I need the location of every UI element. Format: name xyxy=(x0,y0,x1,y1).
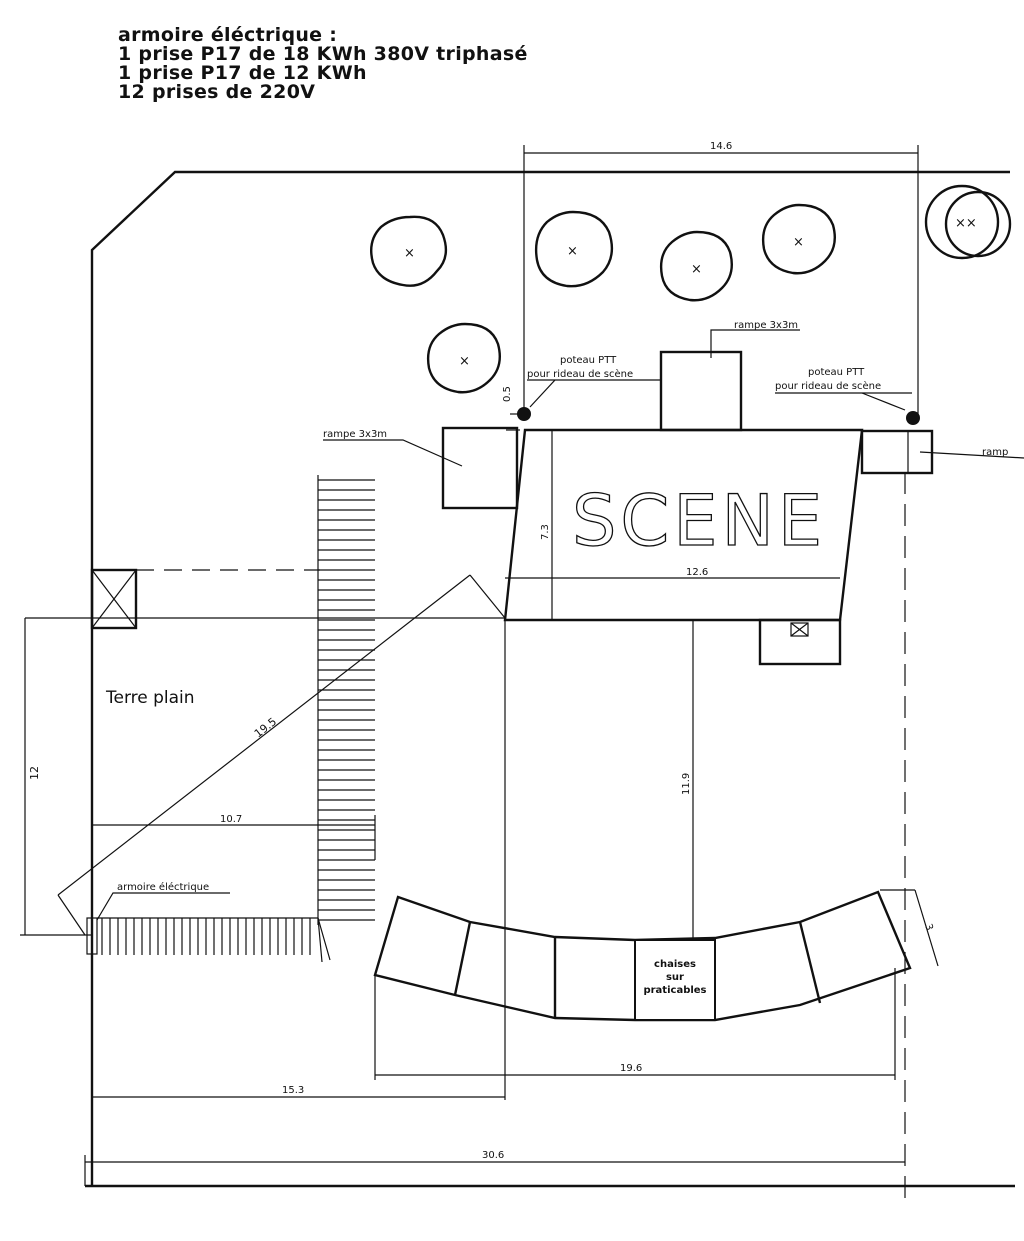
post-right-label: pour rideau de scène xyxy=(775,380,881,392)
left-structure xyxy=(25,568,505,630)
svg-text:rampe 3x3m: rampe 3x3m xyxy=(734,320,798,331)
note-line: 12 prises de 220V xyxy=(118,81,316,103)
svg-text:19.5: 19.5 xyxy=(252,715,279,740)
post-right-label: poteau PTT xyxy=(808,367,865,378)
note-line: 1 prise P17 de 18 KWh 380V triphasé xyxy=(118,43,528,65)
trees: × × × × × ×× xyxy=(370,184,1012,394)
dimension-label: 14.6 xyxy=(710,141,732,152)
tree-icon: × xyxy=(426,322,501,394)
post-left xyxy=(517,407,531,421)
post-left-label: pour rideau de scène xyxy=(527,368,633,380)
svg-text:ramp: ramp xyxy=(982,447,1008,458)
note-line: armoire éléctrique : xyxy=(118,24,338,46)
post-left-label: poteau PTT xyxy=(560,355,617,366)
tree-icon: × xyxy=(370,215,448,287)
dimension-left-height: 12 xyxy=(20,618,92,936)
svg-text:7.3: 7.3 xyxy=(540,524,551,540)
stairs xyxy=(317,475,375,925)
dimension-stairs-width: 10.7 xyxy=(92,814,376,860)
ramp-top: rampe 3x3m xyxy=(659,320,800,432)
stage-label: SCENE xyxy=(572,480,826,562)
svg-text:15.3: 15.3 xyxy=(282,1085,304,1096)
ramp-left: rampe 3x3m xyxy=(323,426,519,510)
tree-icon: × xyxy=(761,203,836,275)
svg-text:armoire éléctrique: armoire éléctrique xyxy=(117,881,209,893)
svg-text:3: 3 xyxy=(922,923,934,932)
terrain-label: Terre plain xyxy=(105,688,195,708)
svg-text:××: ×× xyxy=(955,216,977,231)
dimension-seating-width: 19.6 xyxy=(374,968,896,1080)
svg-text:×: × xyxy=(404,246,415,261)
svg-text:×: × xyxy=(793,235,804,250)
tree-icon: × xyxy=(659,230,733,302)
svg-text:12.6: 12.6 xyxy=(686,567,708,578)
tree-icon: ×× xyxy=(924,184,1012,260)
svg-text:30.6: 30.6 xyxy=(482,1150,504,1161)
ramp-right: ramp xyxy=(860,429,1024,475)
svg-text:rampe 3x3m: rampe 3x3m xyxy=(323,429,387,440)
dimension-total-width: 30.6 xyxy=(84,1150,905,1186)
svg-text:19.6: 19.6 xyxy=(620,1063,642,1074)
svg-text:praticables: praticables xyxy=(643,985,706,996)
dimension-left-offset: 15.3 xyxy=(92,1085,505,1098)
bottom-stairs xyxy=(97,917,331,963)
svg-text:11.9: 11.9 xyxy=(681,773,692,795)
note-line: 1 prise P17 de 12 KWh xyxy=(118,62,367,84)
svg-text:0.5: 0.5 xyxy=(502,386,513,402)
dimension-post-offset: 0.5 xyxy=(502,386,520,431)
post-right xyxy=(906,411,920,425)
dimension-top-width: 14.6 xyxy=(523,141,919,416)
electrical-cabinet: armoire éléctrique xyxy=(86,881,230,955)
svg-text:sur: sur xyxy=(666,972,684,983)
svg-text:chaises: chaises xyxy=(654,959,696,970)
electrical-cabinet-note: armoire éléctrique : 1 prise P17 de 18 K… xyxy=(118,26,528,102)
svg-text:×: × xyxy=(691,262,702,277)
seating-area: chaises sur praticables 3 xyxy=(373,889,939,1022)
site-boundary xyxy=(85,170,1015,1188)
dimension-scene-to-seating: 11.9 xyxy=(681,620,694,940)
svg-text:×: × xyxy=(459,354,470,369)
stage: SCENE 7.3 12.6 xyxy=(503,428,864,666)
svg-text:10.7: 10.7 xyxy=(220,814,242,825)
svg-text:×: × xyxy=(567,244,578,259)
svg-text:12: 12 xyxy=(28,766,41,780)
tree-icon: × xyxy=(534,210,614,288)
